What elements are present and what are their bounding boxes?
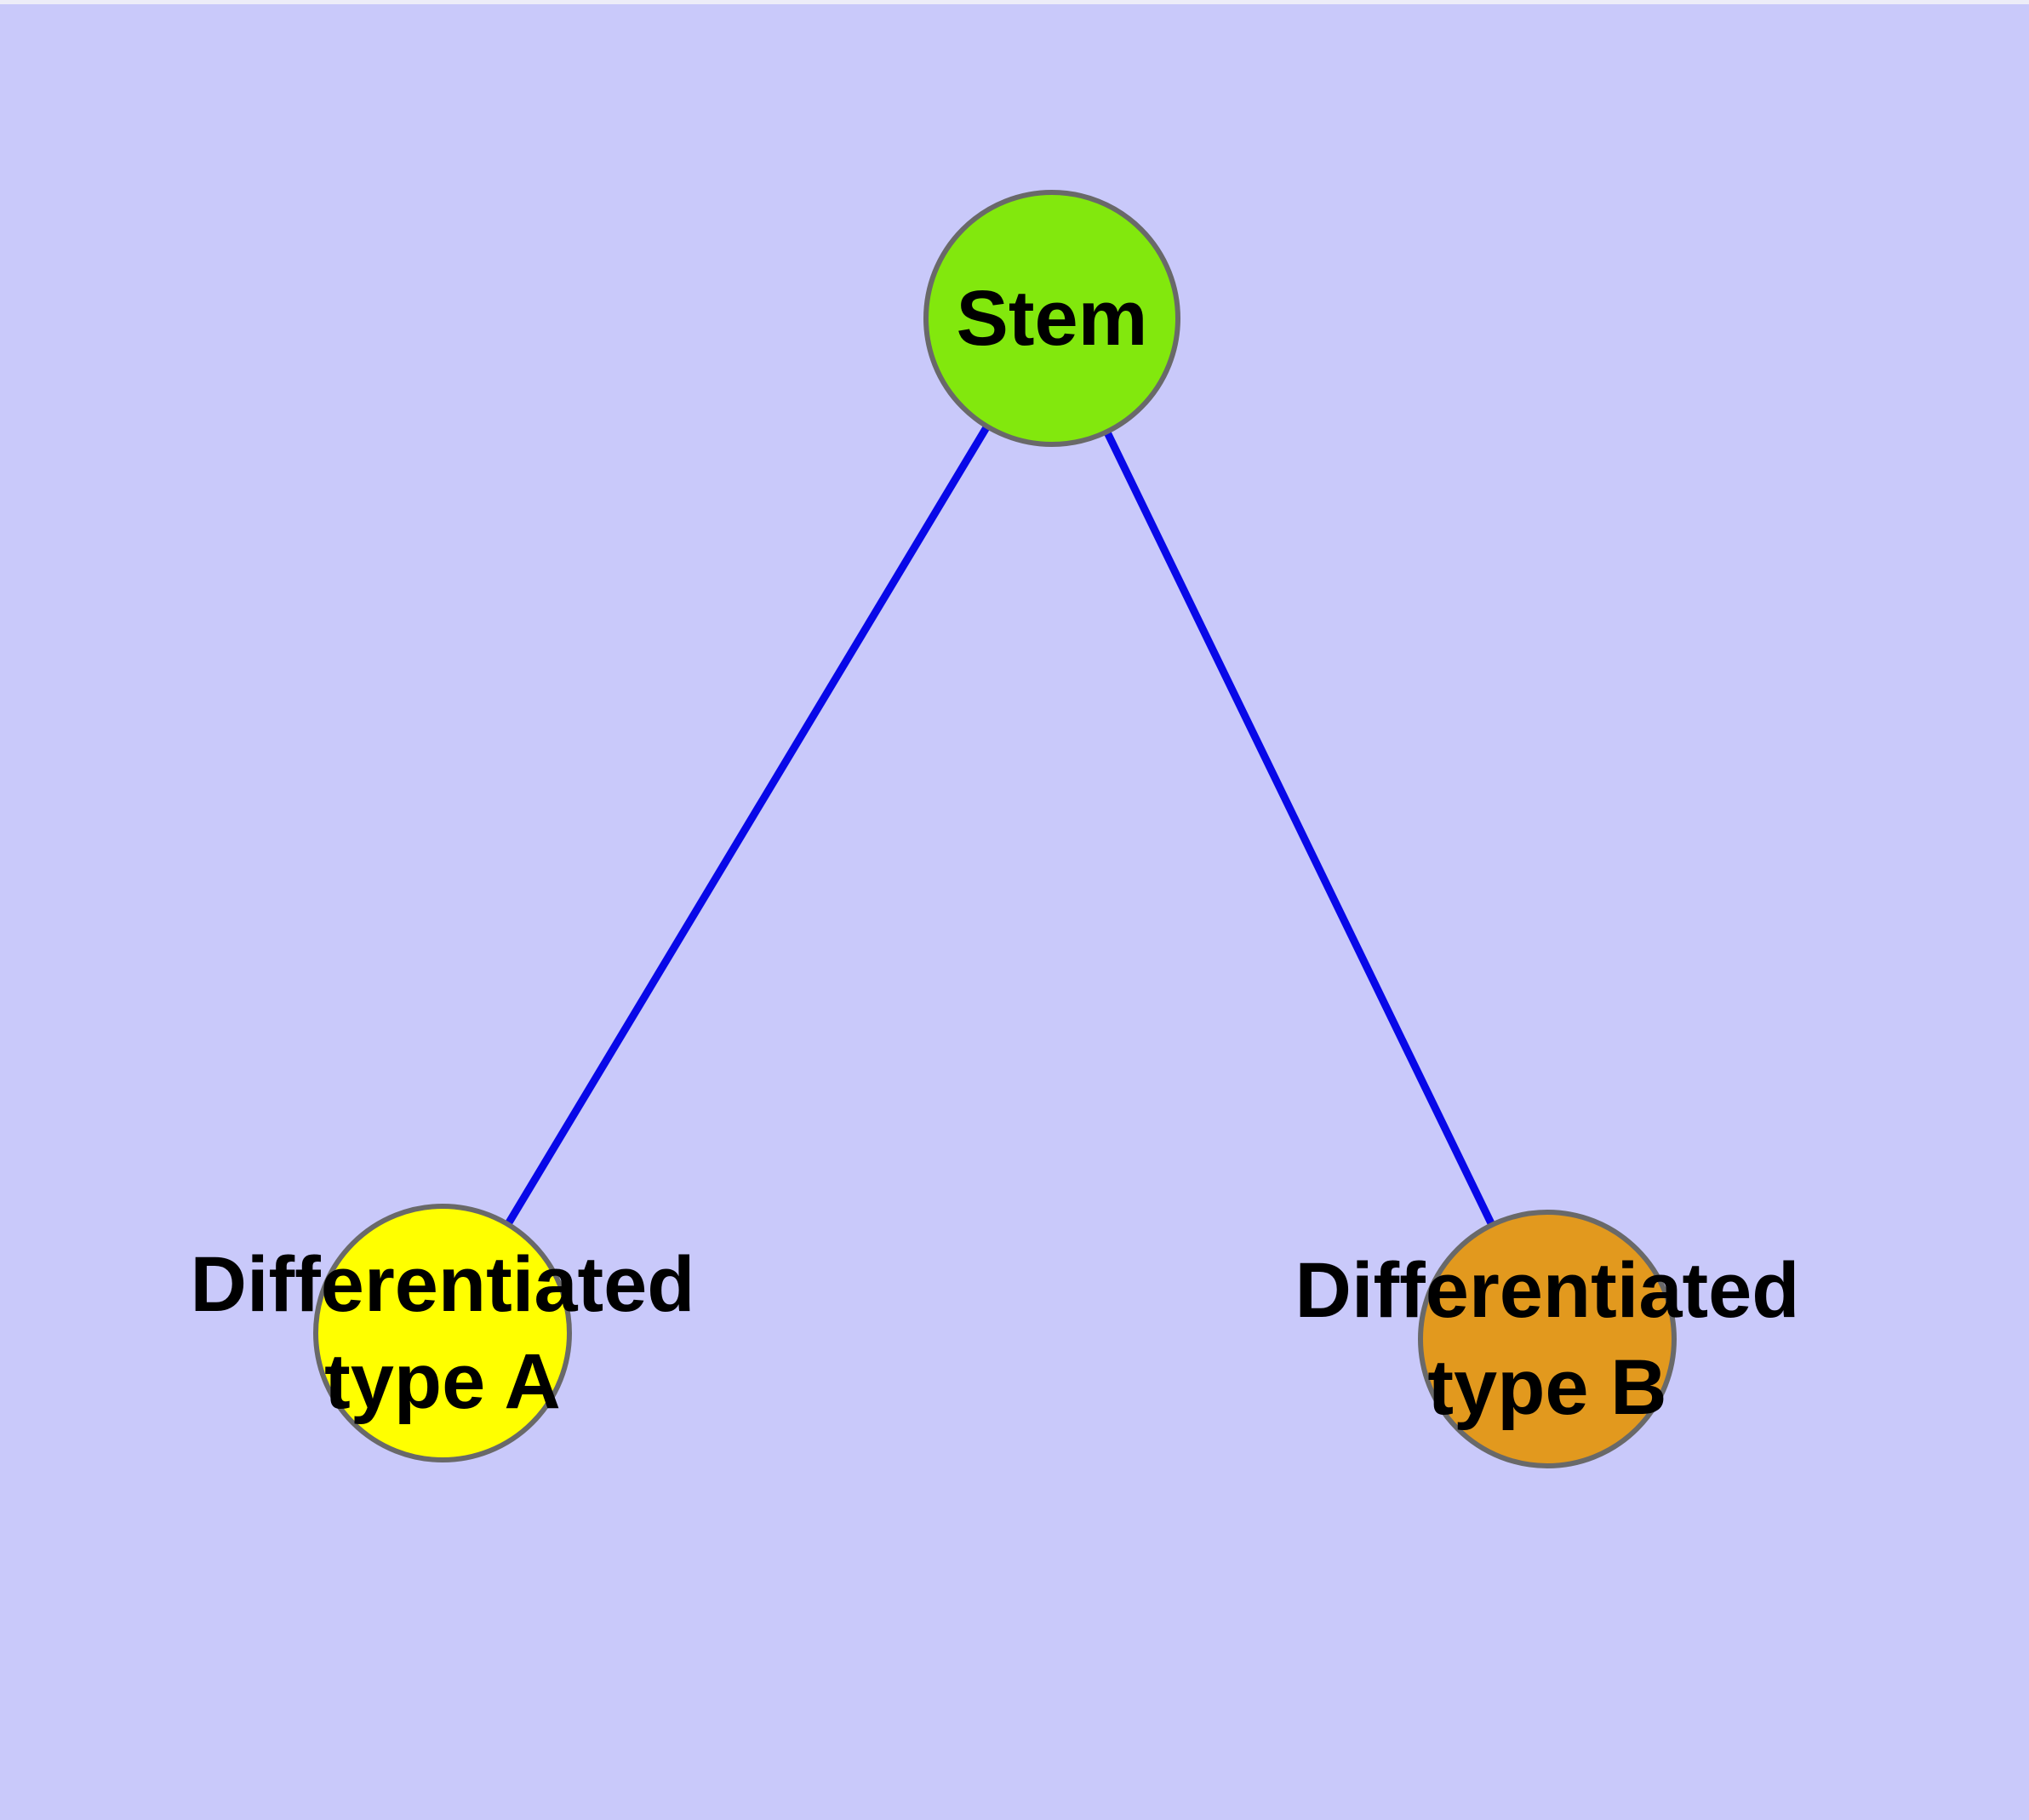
node-differentiated-type-a-circle	[313, 1204, 572, 1462]
node-stem-circle	[923, 190, 1180, 447]
node-label-differentiated-type-b: Differentiated type B	[1295, 1247, 1800, 1431]
node-label-stem: Stem	[956, 275, 1148, 362]
node-differentiated-type-b-circle	[1418, 1210, 1677, 1468]
node-label-differentiated-type-a: Differentiated type A	[190, 1241, 695, 1425]
edge-stem-to-type-a	[439, 316, 1055, 1336]
top-edge-strip	[0, 0, 2029, 4]
edge-stem-to-type-b	[1048, 317, 1552, 1341]
